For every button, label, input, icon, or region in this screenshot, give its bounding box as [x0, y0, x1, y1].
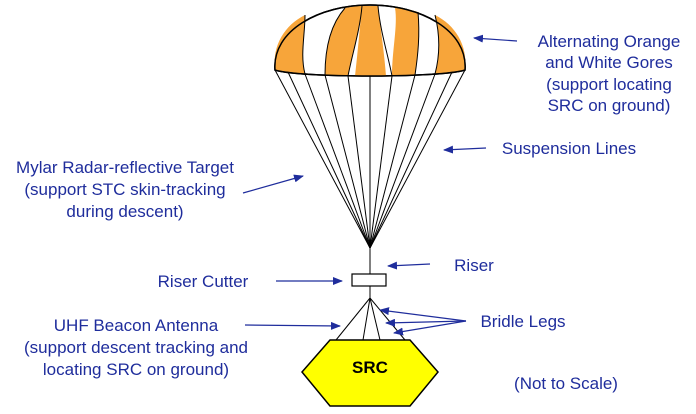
- uhf-label-line-3: locating SRC on ground): [43, 360, 229, 379]
- mylar-label-line-1: Mylar Radar-reflective Target: [16, 158, 234, 177]
- bridle-legs-label: Bridle Legs: [480, 312, 565, 331]
- gore-seam: [302, 14, 306, 75]
- gores-label-line-4: SRC on ground): [548, 96, 671, 115]
- gore-orange: [392, 8, 419, 76]
- mylar-label-line-3: during descent): [66, 202, 183, 221]
- src-capsule: [301, 339, 439, 407]
- uhf-label-line-2: (support descent tracking and: [24, 338, 248, 357]
- gore-orange: [325, 6, 362, 76]
- riser-callout: Riser: [387, 256, 494, 275]
- suspension-line: [369, 71, 453, 249]
- riser-cutter-label: Riser Cutter: [158, 272, 249, 291]
- mylar-label-line-2: (support STC skin-tracking: [24, 180, 225, 199]
- gores-arrow: [473, 34, 518, 43]
- suspension-line: [369, 75, 393, 249]
- riser-cutter-callout: Riser Cutter: [158, 272, 343, 291]
- riser-cutter-box: [351, 273, 387, 287]
- bridle-leg: [362, 297, 371, 341]
- gore-seam: [324, 7, 346, 76]
- bridle-legs-callout: Bridle Legs: [379, 307, 566, 336]
- mylar-target-callout: Mylar Radar-reflective Target (support S…: [16, 158, 304, 221]
- mylar-arrow: [242, 174, 304, 194]
- riser-arrow: [387, 261, 431, 270]
- uhf-antenna-callout: UHF Beacon Antenna (support descent trac…: [24, 316, 341, 379]
- canopy-outline: [274, 4, 466, 77]
- gore-seam: [414, 11, 420, 76]
- suspension-line: [304, 73, 371, 249]
- bridle-leg: [369, 297, 381, 341]
- gore-orange: [274, 15, 305, 74]
- bridle-legs: [335, 297, 406, 341]
- riser-label: Riser: [454, 256, 494, 275]
- suspension-line: [324, 74, 371, 249]
- uhf-arrow: [244, 321, 341, 330]
- canopy: [274, 4, 466, 77]
- suspension-lines: [274, 69, 466, 249]
- gore-seam: [434, 14, 440, 75]
- gores-label-line-1: Alternating Orange: [538, 32, 681, 51]
- gore-orange: [435, 15, 466, 74]
- bridle-legs-arrow-3: [393, 320, 467, 336]
- suspension-line: [347, 75, 371, 249]
- gores-label-line-2: and White Gores: [545, 53, 673, 72]
- gores-callout: Alternating Orange and White Gores (supp…: [473, 32, 681, 115]
- bridle-legs-arrow-1: [379, 307, 467, 322]
- gore-seam: [377, 5, 393, 77]
- gore-orange: [355, 6, 386, 76]
- uhf-label-line-1: UHF Beacon Antenna: [54, 316, 219, 335]
- suspension-line: [369, 74, 416, 249]
- suspension-lines-label: Suspension Lines: [502, 139, 636, 158]
- suspension-lines-arrow: [443, 145, 487, 154]
- suspension-line: [287, 71, 371, 249]
- bridle-leg: [335, 297, 371, 341]
- gore-seam: [347, 5, 363, 77]
- suspension-line: [369, 69, 466, 249]
- suspension-lines-callout: Suspension Lines: [443, 139, 636, 158]
- suspension-line: [369, 73, 436, 249]
- bridle-legs-arrow-2: [385, 318, 467, 327]
- suspension-line: [274, 69, 371, 249]
- src-label: SRC: [352, 358, 388, 377]
- not-to-scale-note: (Not to Scale): [514, 374, 618, 393]
- gores-label-line-3: (support locating: [546, 75, 672, 94]
